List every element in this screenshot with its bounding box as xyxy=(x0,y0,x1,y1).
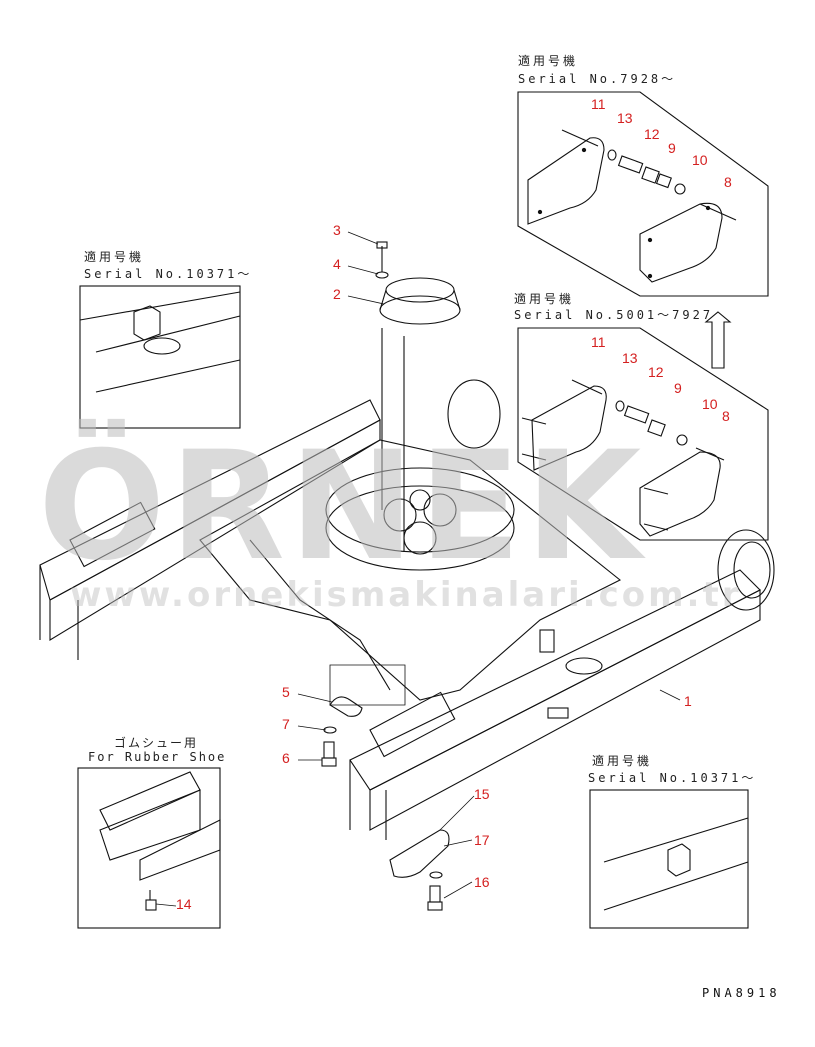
inset-mid-right-serial: Serial No.5001〜7927 xyxy=(514,308,714,322)
callout-mid-10: 10 xyxy=(702,396,718,412)
idler-bracket-back xyxy=(447,379,501,449)
cover-plate-11-mid xyxy=(521,379,607,471)
inset-mid-right-frame xyxy=(517,327,769,541)
leader-lines xyxy=(155,231,681,907)
callout-6: 6 xyxy=(282,750,290,766)
callout-mid-9: 9 xyxy=(674,380,682,396)
watermark-url: www.ornekismakinalari.com.tr xyxy=(70,575,742,615)
bolt-16 xyxy=(427,885,443,911)
callout-14: 14 xyxy=(176,896,192,912)
up-arrow xyxy=(704,311,732,369)
inset-bottom-left-frame xyxy=(77,767,221,929)
callout-mid-12: 12 xyxy=(648,364,664,380)
cover-plate-8-top xyxy=(639,202,737,283)
top-ring-assembly xyxy=(375,241,461,552)
inset-bottom-right-serial: Serial No.10371〜 xyxy=(588,771,757,785)
callout-top-12: 12 xyxy=(644,126,660,142)
drawing-code: PNA8918 xyxy=(702,986,781,1000)
watermark-brand: ÖRNEK xyxy=(38,420,646,594)
callout-top-11: 11 xyxy=(591,96,606,112)
idler-bracket-right xyxy=(717,529,775,611)
bolt-assembly-top xyxy=(607,149,686,195)
callout-2: 2 xyxy=(333,286,341,302)
right-track-rail xyxy=(349,569,761,840)
callout-top-13: 13 xyxy=(617,110,633,126)
callout-mid-11: 11 xyxy=(591,334,606,350)
inset-top-right-frame xyxy=(517,91,769,297)
callout-16: 16 xyxy=(474,874,490,890)
callout-top-10: 10 xyxy=(692,152,708,168)
cover-plate-11-top xyxy=(527,129,605,225)
callout-top-8: 8 xyxy=(724,174,732,190)
inset-top-right-serial: Serial No.7928〜 xyxy=(518,72,677,86)
inset-bottom-left-subtitle: For Rubber Shoe xyxy=(88,750,227,764)
inset-mid-right-title: 適用号機 xyxy=(514,292,575,306)
callout-top-9: 9 xyxy=(668,140,676,156)
cover-5 xyxy=(329,664,406,717)
inset-bottom-left-title: ゴムシュー用 xyxy=(114,736,199,750)
inset-left-frame xyxy=(79,285,241,429)
inset-bottom-right-title: 適用号機 xyxy=(592,754,653,768)
callout-17: 17 xyxy=(474,832,490,848)
swing-circle xyxy=(325,467,515,571)
bolt-6 xyxy=(321,741,337,767)
inset-left-serial: Serial No.10371〜 xyxy=(84,267,253,281)
callout-1: 1 xyxy=(684,693,692,709)
callout-15: 15 xyxy=(474,786,490,802)
guard-15 xyxy=(389,829,450,878)
callout-3: 3 xyxy=(333,222,341,238)
callout-mid-13: 13 xyxy=(622,350,638,366)
callout-4: 4 xyxy=(333,256,341,272)
callout-5: 5 xyxy=(282,684,290,700)
inset-left-title: 適用号機 xyxy=(84,250,145,264)
washer-17 xyxy=(429,871,443,879)
callout-mid-8: 8 xyxy=(722,408,730,424)
inset-bottom-right-frame xyxy=(589,789,749,929)
cover-plate-8-mid xyxy=(639,447,725,537)
bolt-assembly-mid xyxy=(615,400,688,446)
callout-7: 7 xyxy=(282,716,290,732)
inset-top-right-title: 適用号機 xyxy=(518,54,579,68)
